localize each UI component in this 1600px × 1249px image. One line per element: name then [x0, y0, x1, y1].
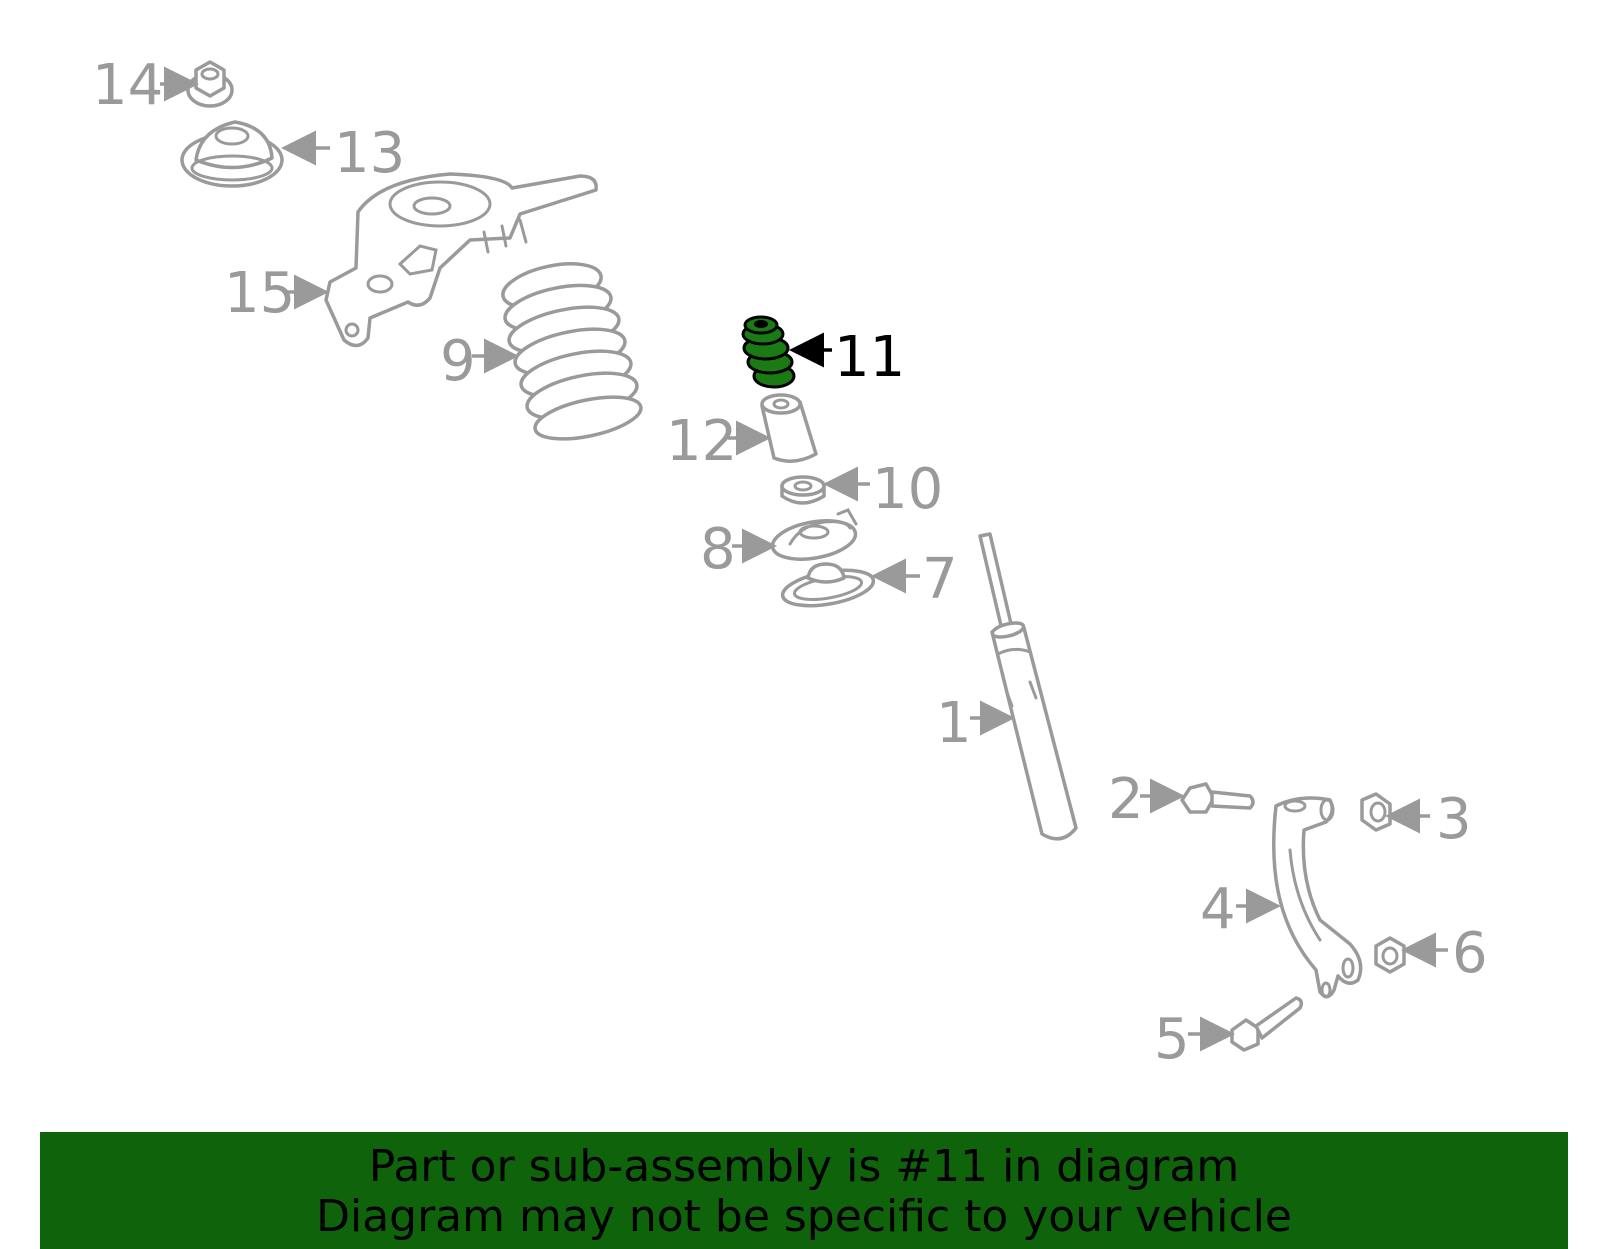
callout-13[interactable]: 13 — [334, 121, 405, 186]
part-4-fork[interactable] — [1272, 796, 1363, 999]
banner-line-1: Part or sub-assembly is #11 in diagram — [368, 1141, 1240, 1192]
part-1-shock-absorber[interactable] — [978, 532, 1078, 841]
part-8-spring-seat[interactable] — [770, 508, 859, 565]
callout-3[interactable]: 3 — [1436, 787, 1472, 852]
part-2-bolt[interactable] — [1180, 782, 1255, 814]
part-13-mount[interactable] — [180, 120, 284, 188]
part-15-bracket[interactable] — [324, 172, 598, 348]
callout-11[interactable]: 11 — [834, 325, 905, 390]
part-5-bolt[interactable] — [1230, 996, 1304, 1052]
part-14-nut[interactable] — [186, 60, 234, 108]
callout-9[interactable]: 9 — [440, 329, 476, 394]
part-7-lower-seat[interactable] — [780, 562, 876, 612]
callout-8[interactable]: 8 — [700, 517, 736, 582]
callout-14[interactable]: 14 — [92, 53, 163, 118]
part-6-nut[interactable] — [1374, 936, 1406, 974]
callout-4[interactable]: 4 — [1200, 877, 1236, 942]
callout-6[interactable]: 6 — [1452, 921, 1488, 986]
part-9-coil-spring[interactable] — [499, 256, 645, 447]
callout-7[interactable]: 7 — [922, 547, 958, 612]
callout-10[interactable]: 10 — [872, 457, 943, 522]
callout-12[interactable]: 12 — [666, 409, 737, 474]
callout-2[interactable]: 2 — [1108, 767, 1144, 832]
banner-line-2: Diagram may not be specific to your vehi… — [316, 1191, 1292, 1242]
callout-15[interactable]: 15 — [224, 261, 295, 326]
info-banner: Part or sub-assembly is #11 in diagram D… — [40, 1132, 1568, 1249]
part-3-nut[interactable] — [1360, 792, 1392, 832]
part-10-bushing[interactable] — [780, 475, 826, 505]
callout-5[interactable]: 5 — [1154, 1007, 1190, 1072]
part-11-bump-stop[interactable] — [741, 315, 796, 389]
part-12-dust-boot[interactable] — [760, 393, 818, 463]
callout-1[interactable]: 1 — [936, 691, 972, 756]
parts-diagram: 14 13 15 9 11 — [92, 53, 1488, 1072]
